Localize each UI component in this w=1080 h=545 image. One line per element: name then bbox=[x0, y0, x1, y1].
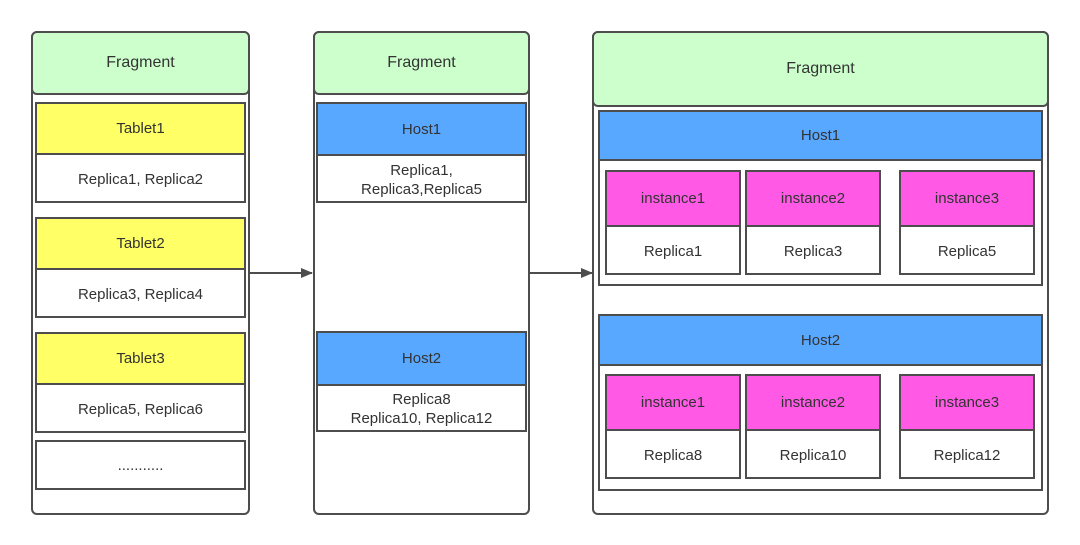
panel3-header: Fragment bbox=[592, 31, 1049, 107]
host-group-1-title: Host1 bbox=[600, 112, 1041, 161]
instance-replica: Replica1 bbox=[643, 242, 703, 260]
instance-card: instance3 Replica5 bbox=[899, 170, 1035, 275]
panel2-header-label: Fragment bbox=[387, 54, 456, 71]
host-card-1: Host1 Replica1, Replica3,Replica5 bbox=[316, 102, 527, 203]
host-replicas-line1: Replica1, bbox=[390, 161, 453, 179]
panel1-header: Fragment bbox=[31, 31, 250, 95]
host-card-2: Host2 Replica8 Replica10, Replica12 bbox=[316, 331, 527, 432]
instance-name: instance3 bbox=[901, 172, 1033, 227]
host-replicas: Replica1, Replica3,Replica5 bbox=[318, 156, 525, 203]
host-group-2-title: Host2 bbox=[600, 316, 1041, 366]
tablet-card-1: Tablet1 Replica1, Replica2 bbox=[35, 102, 246, 203]
instance-card: instance1 Replica8 bbox=[605, 374, 741, 479]
instance-card: instance2 Replica10 bbox=[745, 374, 881, 479]
panel1-header-label: Fragment bbox=[106, 54, 175, 71]
tablet-replicas: Replica5, Replica6 bbox=[77, 400, 204, 418]
panel2-header: Fragment bbox=[313, 31, 530, 95]
host-replicas-line1: Replica8 bbox=[392, 391, 451, 408]
host-name: Host1 bbox=[318, 104, 525, 156]
tablet-name: Tablet3 bbox=[37, 334, 244, 385]
tablet-ellipsis: ........... bbox=[35, 440, 246, 490]
instance-card: instance1 Replica1 bbox=[605, 170, 741, 275]
instance-replica: Replica5 bbox=[937, 242, 997, 260]
panel3-header-label: Fragment bbox=[786, 60, 855, 77]
instance-replica: Replica10 bbox=[779, 446, 847, 464]
host-replicas: Replica8 Replica10, Replica12 bbox=[318, 386, 525, 432]
instance-replica: Replica3 bbox=[783, 242, 843, 260]
instance-replica: Replica8 bbox=[643, 446, 703, 464]
ellipsis-text: ........... bbox=[117, 456, 164, 474]
host-replicas-line2: Replica10, Replica12 bbox=[350, 410, 493, 427]
host-name: Host2 bbox=[318, 333, 525, 386]
instance-name: instance1 bbox=[607, 376, 739, 431]
instance-replica: Replica12 bbox=[933, 446, 1001, 464]
host-replicas-line2: Replica3,Replica5 bbox=[361, 180, 482, 198]
tablet-card-3: Tablet3 Replica5, Replica6 bbox=[35, 332, 246, 433]
tablet-card-2: Tablet2 Replica3, Replica4 bbox=[35, 217, 246, 318]
tablet-name: Tablet2 bbox=[37, 219, 244, 270]
instance-card: instance2 Replica3 bbox=[745, 170, 881, 275]
instance-card: instance3 Replica12 bbox=[899, 374, 1035, 479]
tablet-name: Tablet1 bbox=[37, 104, 244, 155]
tablet-replicas: Replica1, Replica2 bbox=[77, 170, 204, 188]
instance-name: instance3 bbox=[901, 376, 1033, 431]
tablet-replicas: Replica3, Replica4 bbox=[77, 285, 204, 303]
instance-name: instance2 bbox=[747, 172, 879, 227]
instance-name: instance1 bbox=[607, 172, 739, 227]
instance-name: instance2 bbox=[747, 376, 879, 431]
